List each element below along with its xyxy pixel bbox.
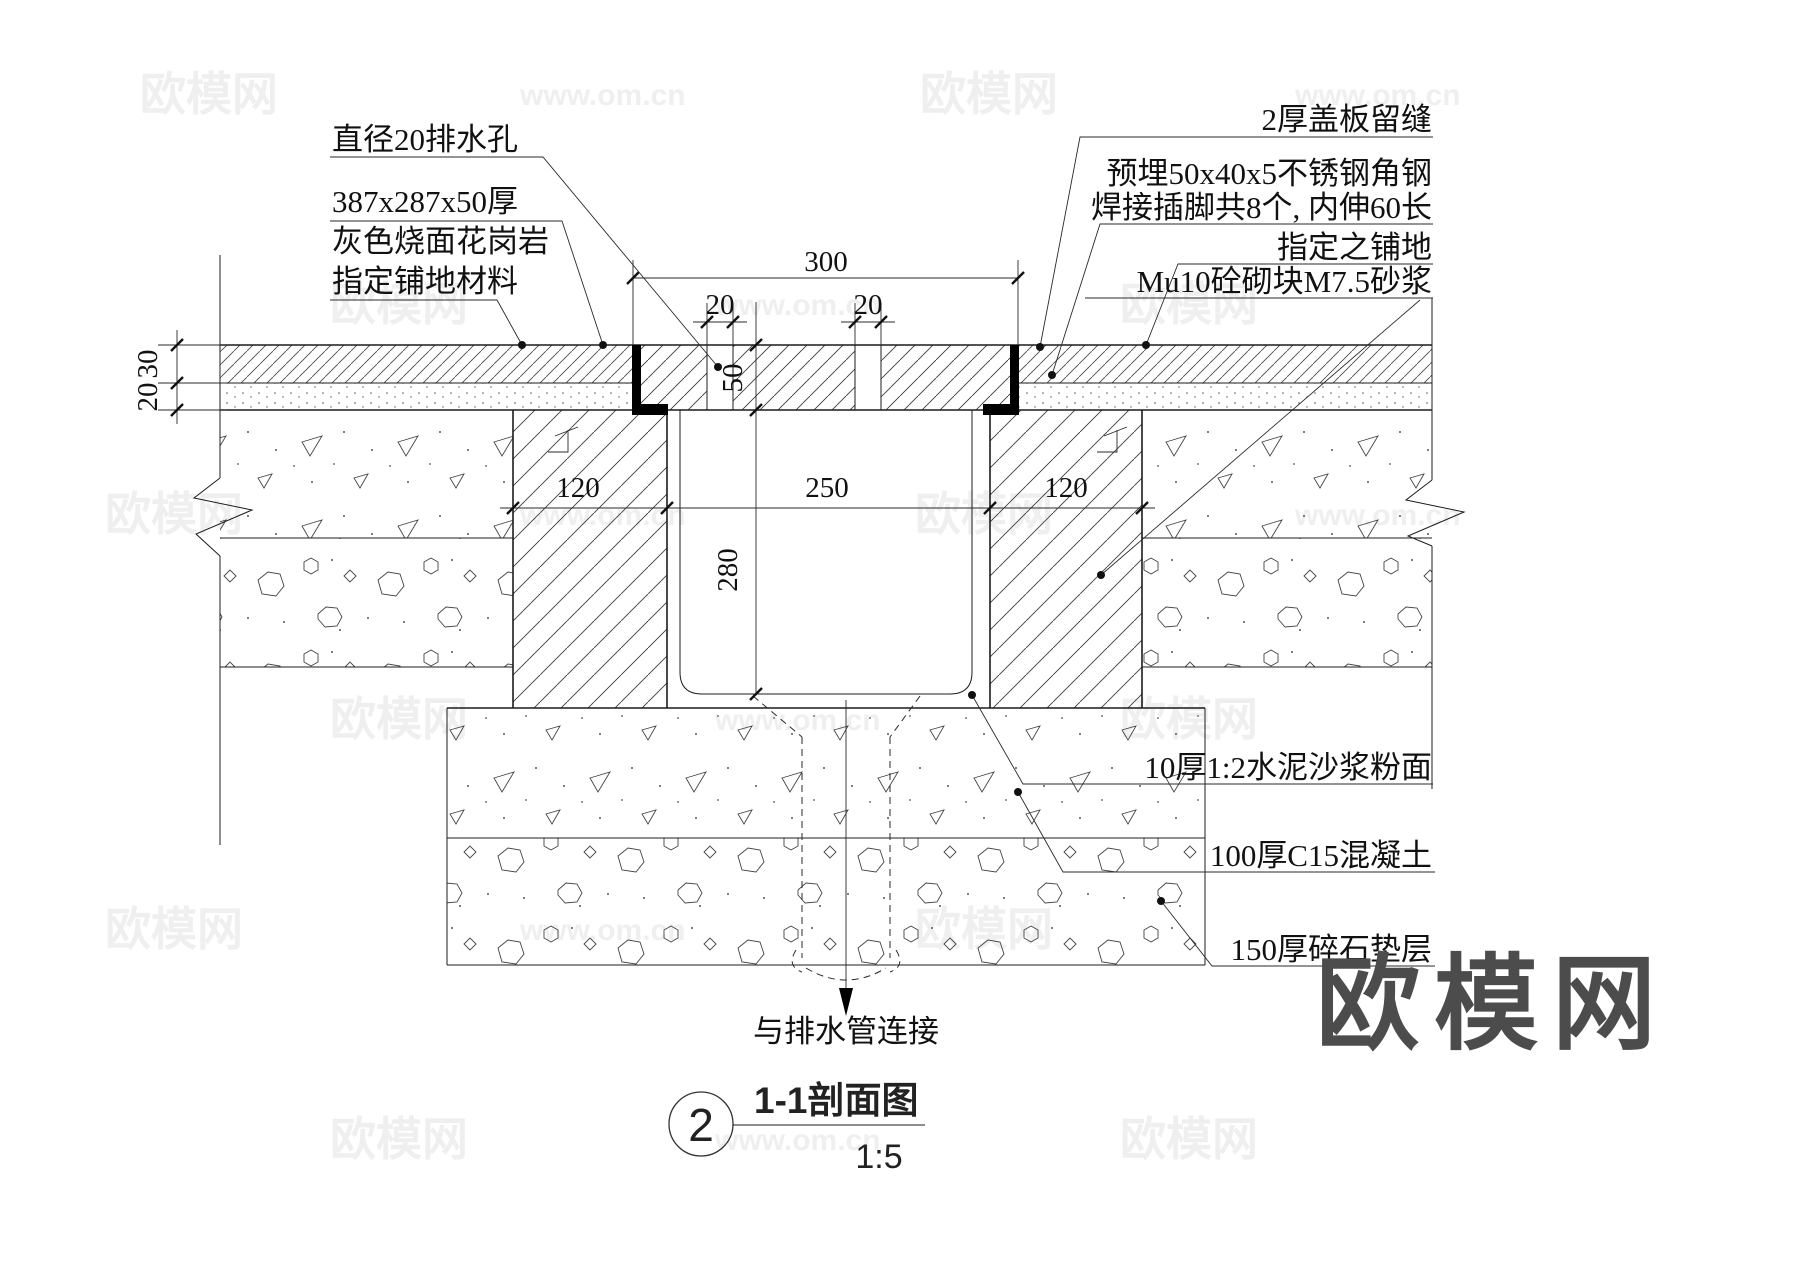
label-drain-hole: 直径20排水孔 xyxy=(332,122,518,157)
pipe-bell-left xyxy=(791,949,803,973)
down-arrow xyxy=(839,988,853,1016)
label-cover-seam: 2厚盖板留缝 xyxy=(1262,102,1433,137)
dim-20-slot1: 20 xyxy=(706,289,735,321)
granite-cover-seg1 xyxy=(640,345,707,410)
leader-dot xyxy=(968,691,976,699)
funnel-edge-left xyxy=(752,695,803,738)
leader-dot xyxy=(1097,571,1105,579)
dim-50: 50 xyxy=(717,364,749,393)
leader-dot xyxy=(1036,343,1044,351)
label-embed-angle: 预埋50x40x5不锈钢角钢 xyxy=(1107,156,1433,191)
svg-text:欧模网: 欧模网 xyxy=(330,1113,468,1165)
dim-120-left: 120 xyxy=(556,472,600,504)
leader-dot xyxy=(1142,341,1150,349)
block-wall-left xyxy=(513,410,667,708)
leader-dot xyxy=(1048,371,1056,379)
label-gravel-cushion: 150厚碎石垫层 xyxy=(1231,932,1433,967)
granite-cover-seg3 xyxy=(881,345,1011,410)
leader-dot xyxy=(1014,788,1022,796)
svg-text:欧模网: 欧模网 xyxy=(140,68,278,120)
block-wall-right xyxy=(990,410,1142,708)
detail-number-circle xyxy=(668,1091,734,1157)
svg-text:www.om.cn: www.om.cn xyxy=(1294,79,1461,112)
label-specified-paving: 指定之铺地 xyxy=(1277,230,1432,265)
label-c15-concrete: 100厚C15混凝土 xyxy=(1210,838,1432,873)
material-regions xyxy=(220,345,1432,965)
channel-render-lining xyxy=(679,410,973,695)
label-cement-render: 10厚1:2水泥沙浆粉面 xyxy=(1144,750,1432,785)
leader-dot xyxy=(714,363,722,371)
break-mark-left xyxy=(192,477,254,557)
svg-text:欧模网: 欧模网 xyxy=(1120,1113,1258,1165)
gravel-cushion xyxy=(447,838,1205,965)
dim-20-slot2: 20 xyxy=(854,289,883,321)
label-pipe-connection: 与排水管连接 xyxy=(753,1014,939,1049)
c15-concrete-base xyxy=(447,708,1205,838)
leader-dot xyxy=(1157,897,1165,905)
dim-280: 280 xyxy=(712,548,744,592)
angle-steel-right-vertical xyxy=(1010,345,1019,414)
structure-outlines xyxy=(192,255,1466,966)
leader-dot xyxy=(599,341,607,349)
ref-mark-left xyxy=(548,426,579,453)
section-title: 1-1剖面图 xyxy=(754,1080,918,1121)
paving-layer-right xyxy=(1018,345,1432,383)
svg-text:www.om.cn: www.om.cn xyxy=(714,289,881,322)
annotations: 直径20排水孔 387x287x50厚 灰色烧面花岗岩 指定铺地材料 2厚盖板留… xyxy=(332,102,1432,1049)
gravel-stratum-right xyxy=(1142,538,1432,667)
paving-layer-left xyxy=(220,345,633,383)
svg-text:www.om.cn: www.om.cn xyxy=(714,1124,881,1157)
drain-pipe-assembly xyxy=(752,695,921,1016)
angle-steel-left-vertical xyxy=(632,345,641,414)
dim-30: 30 xyxy=(132,350,164,379)
dim-250: 250 xyxy=(805,472,849,504)
break-mark-right xyxy=(1404,479,1466,547)
svg-text:www.om.cn: www.om.cn xyxy=(519,79,686,112)
granite-cover-seg2 xyxy=(733,345,855,410)
detail-number: 2 xyxy=(688,1099,714,1151)
funnel-edge-right xyxy=(889,695,921,738)
dimensions: 300 20 20 50 280 120 250 120 xyxy=(132,246,1155,701)
svg-text:欧模网: 欧模网 xyxy=(330,278,468,330)
svg-text:欧模网: 欧模网 xyxy=(105,903,243,955)
title-block: 2 1-1剖面图 1:5 xyxy=(668,1080,925,1176)
ref-mark-right xyxy=(1097,426,1128,453)
svg-text:欧模网: 欧模网 xyxy=(330,693,468,745)
mortar-bed-right xyxy=(1018,383,1432,410)
label-block-mortar: Mu10砼砌块M7.5砂浆 xyxy=(1137,264,1432,299)
dim-120-right: 120 xyxy=(1044,472,1088,504)
site-watermark: 欧模网 xyxy=(1316,947,1670,1063)
angle-steel-right-foot xyxy=(983,404,1019,415)
dim-20-vert: 20 xyxy=(132,383,164,412)
svg-text:欧模网: 欧模网 xyxy=(920,68,1058,120)
drawing-scale: 1:5 xyxy=(855,1138,902,1176)
svg-text:欧模网: 欧模网 xyxy=(1120,278,1258,330)
steel-angles xyxy=(632,345,1019,415)
angle-steel-left-foot xyxy=(632,404,668,415)
leader-dot xyxy=(518,341,526,349)
mortar-bed-left xyxy=(220,383,633,410)
concrete-stratum-left xyxy=(220,410,513,538)
label-granite-type: 灰色烧面花岗岩 xyxy=(332,224,549,259)
gravel-stratum-left xyxy=(220,538,513,667)
pipe-bell-right xyxy=(889,949,901,973)
label-granite-paving: 指定铺地材料 xyxy=(332,264,518,299)
dim-300: 300 xyxy=(804,246,848,278)
label-granite-size: 387x287x50厚 xyxy=(332,184,518,219)
leader-lines xyxy=(330,136,1435,967)
concrete-stratum-right xyxy=(1142,410,1432,538)
label-weld-feet: 焊接插脚共8个, 内伸60长 xyxy=(1091,190,1432,225)
